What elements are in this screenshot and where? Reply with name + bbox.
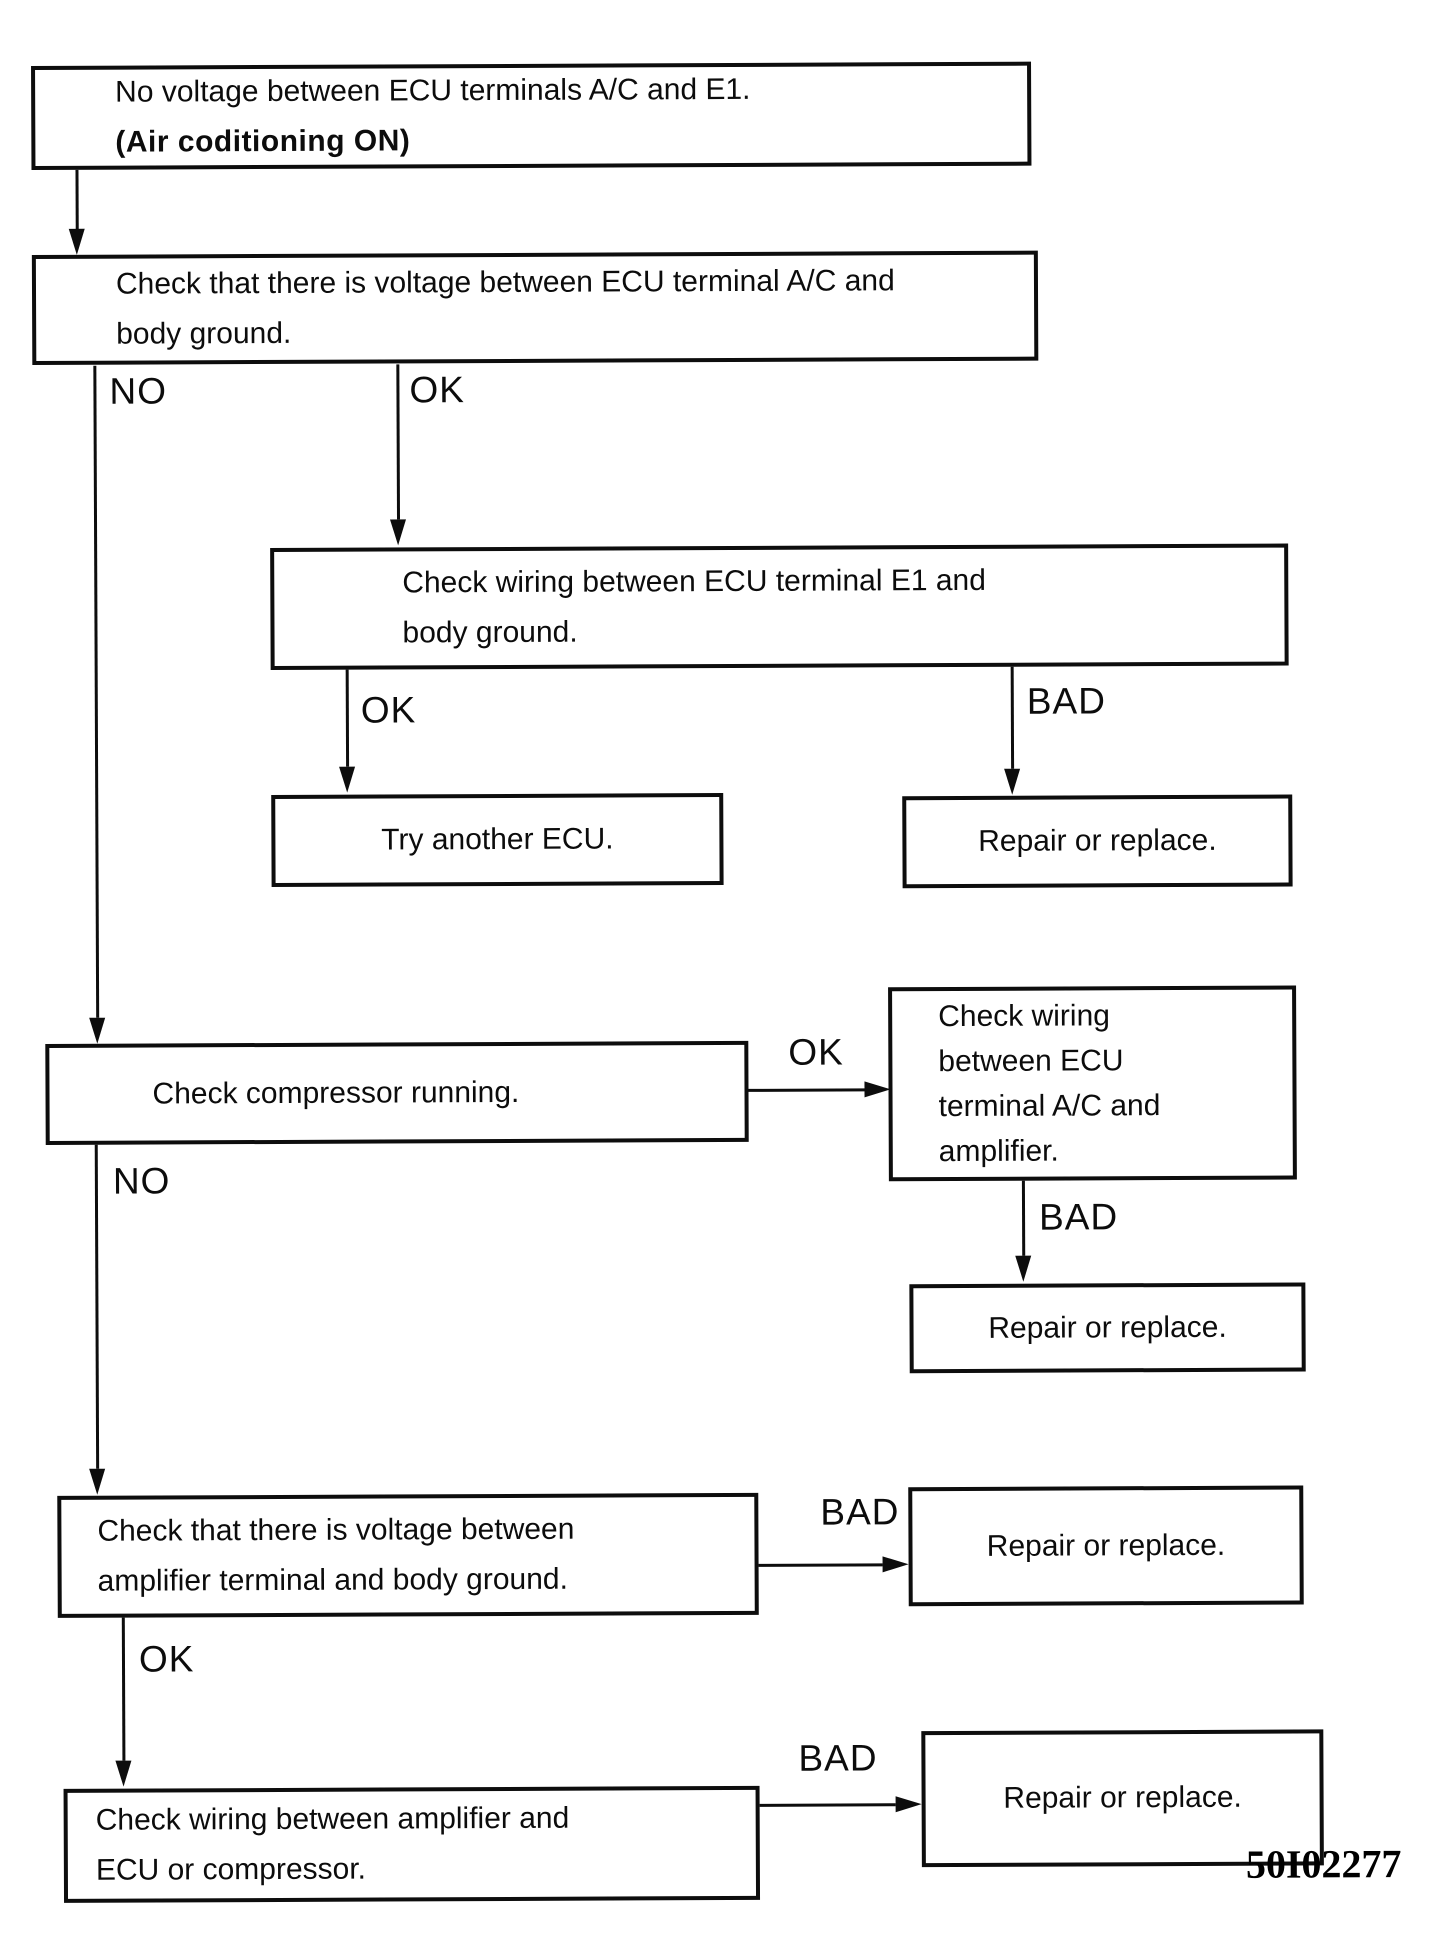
node-check-wiring-amp-ecu-line1: Check wiring between amplifier and: [95, 1801, 570, 1837]
edge-label-no-2: NO: [112, 1160, 171, 1202]
node-check-voltage-ecu-ac-line2: body ground.: [116, 316, 292, 351]
node-repair-3: Repair or replace.: [908, 1485, 1304, 1607]
edge-no-1-arrowhead-icon: [89, 1017, 106, 1044]
edge-bad-2-line: [1021, 1180, 1026, 1256]
figure-code: 50I02277: [1245, 1841, 1402, 1887]
node-check-voltage-amp: Check that there is voltage between ampl…: [57, 1492, 759, 1618]
edge-ok-1-arrowhead-icon: [390, 519, 407, 546]
edge-ok-3-arrowhead-icon: [864, 1081, 891, 1098]
node-repair-1: Repair or replace.: [902, 794, 1293, 889]
node-check-wiring-ac-amp-line1: Check wiring: [938, 999, 1110, 1034]
edge-no-2-line: [94, 1144, 100, 1469]
node-check-wiring-amp-ecu-line2: ECU or compressor.: [95, 1852, 367, 1887]
node-check-compressor-line1: Check compressor running.: [152, 1075, 520, 1111]
node-check-compressor: Check compressor running.: [45, 1040, 749, 1145]
edge-label-bad-3: BAD: [820, 1491, 900, 1533]
node-check-voltage-amp-line2: amplifier terminal and body ground.: [97, 1562, 568, 1598]
edge-bad-4-arrowhead-icon: [895, 1796, 922, 1813]
edge-bad-4-line: [759, 1803, 896, 1807]
node-check-wiring-ac-amp: Check wiring between ECU terminal A/C an…: [888, 985, 1297, 1182]
edge-no-1-line: [93, 365, 100, 1018]
node-check-wiring-ac-amp-line2: between ECU: [938, 1044, 1124, 1079]
node-check-wiring-amp-ecu: Check wiring between amplifier and ECU o…: [63, 1785, 761, 1903]
node-check-voltage-ecu-ac: Check that there is voltage between ECU …: [31, 250, 1039, 366]
edge-label-bad-2: BAD: [1038, 1196, 1119, 1238]
node-repair-3-line1: Repair or replace.: [986, 1528, 1226, 1563]
edge-label-ok-2: OK: [360, 689, 417, 731]
edge-bad-3-arrowhead-icon: [882, 1556, 909, 1573]
node-check-wiring-e1: Check wiring between ECU terminal E1 and…: [270, 543, 1289, 670]
edge-ok-3-line: [748, 1088, 865, 1092]
node-check-wiring-ac-amp-line4: amplifier.: [938, 1134, 1059, 1169]
edge-bad-2-arrowhead-icon: [1015, 1255, 1032, 1282]
node-repair-4-line1: Repair or replace.: [1003, 1780, 1242, 1815]
node-check-voltage-ecu-ac-line1: Check that there is voltage between ECU …: [115, 264, 895, 301]
node-repair-2-line1: Repair or replace.: [988, 1310, 1227, 1345]
node-check-wiring-ac-amp-line3: terminal A/C and: [938, 1089, 1161, 1124]
edge-start-down-arrowhead-icon: [68, 228, 85, 255]
node-repair-2: Repair or replace.: [909, 1282, 1306, 1374]
edge-start-down-line: [75, 169, 79, 230]
edge-bad-3-line: [758, 1563, 883, 1567]
node-try-another-ecu: Try another ECU.: [271, 793, 724, 887]
edge-ok-4-line: [121, 1617, 126, 1761]
node-check-voltage-amp-line1: Check that there is voltage between: [97, 1512, 575, 1548]
edge-label-no-1: NO: [109, 370, 168, 412]
edge-ok-2-arrowhead-icon: [339, 766, 356, 793]
edge-label-bad-1: BAD: [1026, 680, 1106, 722]
node-start: No voltage between ECU terminals A/C and…: [31, 61, 1032, 171]
node-start-line1: No voltage between ECU terminals A/C and…: [115, 72, 751, 109]
node-try-another-ecu-line1: Try another ECU.: [381, 822, 614, 857]
node-repair-1-line1: Repair or replace.: [978, 823, 1217, 858]
edge-ok-1-line: [396, 364, 401, 520]
edge-bad-1-line: [1010, 666, 1015, 769]
edge-label-bad-4: BAD: [798, 1737, 878, 1779]
edge-label-ok-1: OK: [409, 369, 465, 411]
edge-label-ok-3: OK: [788, 1031, 844, 1073]
node-check-wiring-e1-line2: body ground.: [402, 615, 578, 650]
edge-bad-1-arrowhead-icon: [1004, 768, 1021, 795]
edge-no-2-arrowhead-icon: [89, 1468, 106, 1495]
node-start-line2: (Air coditioning ON): [115, 124, 411, 159]
edge-ok-2-line: [345, 669, 350, 767]
edge-ok-4-arrowhead-icon: [115, 1760, 132, 1787]
edge-label-ok-4: OK: [138, 1638, 195, 1680]
node-check-wiring-e1-line1: Check wiring between ECU terminal E1 and: [402, 563, 986, 600]
